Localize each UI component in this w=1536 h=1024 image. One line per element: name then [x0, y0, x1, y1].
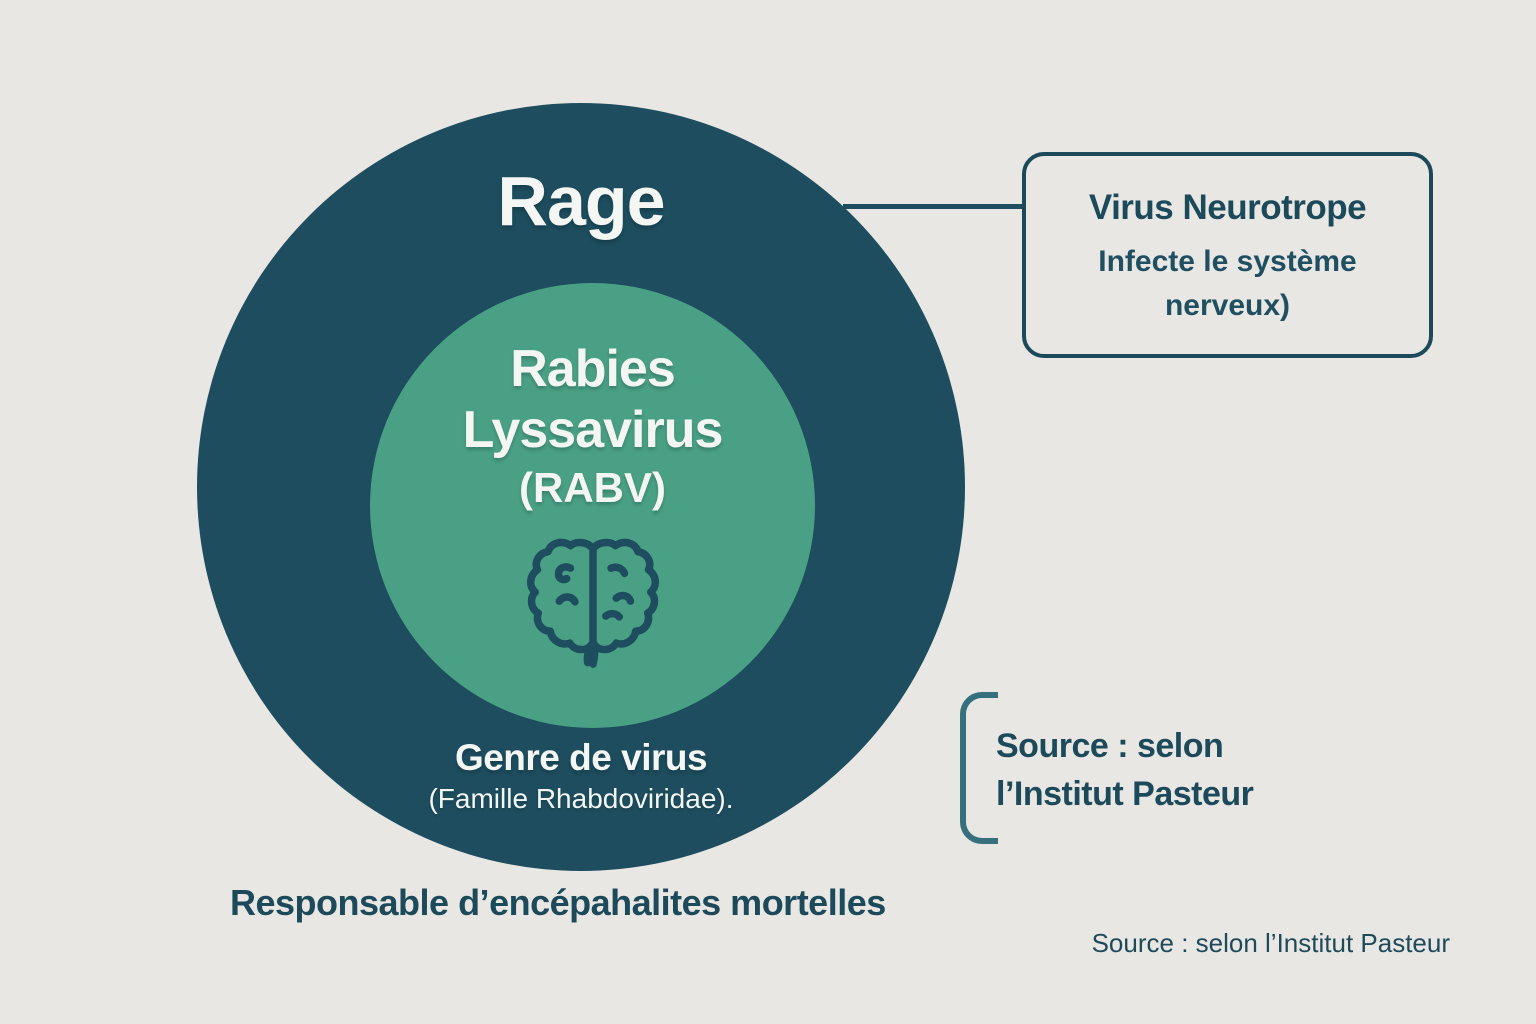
outer-circle-bottom-labels: Genre de virus (Famille Rhabdoviridae).	[197, 736, 965, 817]
famille-rhabdoviridae-label: (Famille Rhabdoviridae).	[428, 782, 734, 814]
footer-source-text: Source : selon l’Institut Pasteur	[1091, 928, 1450, 958]
genre-de-virus-label: Genre de virus	[454, 737, 708, 779]
callout-virus-neurotrope: Virus Neurotrope Infecte le système nerv…	[1022, 152, 1433, 358]
callout-body: Infecte le système nerveux)	[1098, 240, 1356, 327]
source-note-line2: l’Institut Pasteur	[996, 775, 1254, 814]
source-note-line1: Source : selon	[996, 727, 1224, 765]
inner-circle-rabv: Rabies Lyssavirus (RABV)	[370, 283, 815, 728]
source-bracket	[960, 692, 998, 844]
footer-caption: Responsable d’encépahalites mortelles	[230, 882, 886, 923]
outer-circle-title: Rage	[497, 162, 665, 240]
callout-connector-line	[843, 204, 1024, 209]
outer-circle-rage: Rage Rabies Lyssavirus (RABV)	[197, 103, 965, 871]
inner-circle-line3: (RABV)	[519, 463, 666, 511]
brain-icon	[526, 538, 659, 669]
callout-body-line2: nerveux)	[1164, 288, 1291, 322]
inner-circle-line2: Lyssavirus	[462, 401, 724, 460]
source-note: Source : selon l’Institut Pasteur	[996, 722, 1254, 819]
inner-circle-line1: Rabies	[510, 340, 676, 398]
callout-body-line1: Infecte le système	[1098, 245, 1357, 278]
callout-title: Virus Neurotrope	[1088, 188, 1367, 227]
